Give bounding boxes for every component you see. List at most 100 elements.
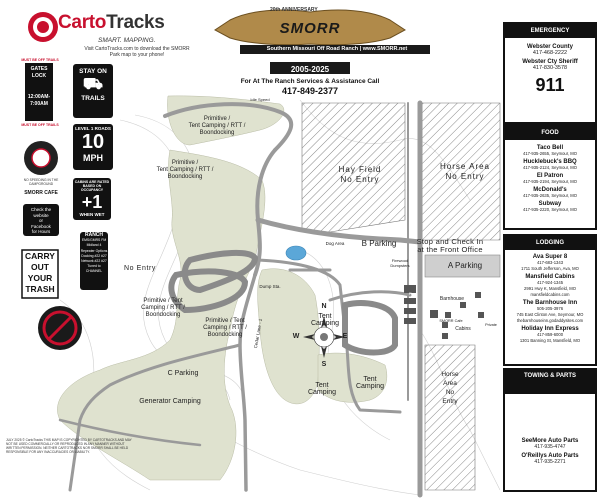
label-barnhouse: Barnhouse bbox=[439, 296, 465, 302]
ranch-line-3: Repeater Options bbox=[80, 248, 108, 253]
trash-line-2: OUT bbox=[31, 262, 49, 272]
cafe-line-1: Check the bbox=[30, 207, 52, 212]
lodging-title: LODGING bbox=[505, 236, 595, 250]
label-a-parking: A Parking bbox=[447, 261, 483, 270]
occupancy-bottom: WHEN WET bbox=[79, 212, 105, 217]
label-generator-camping: Generator Camping bbox=[139, 398, 201, 405]
speed-ring-text: NO SPEEDING IN THE CAMPGROUND bbox=[23, 178, 59, 186]
pond bbox=[285, 245, 307, 261]
gates-time-start: 12:00AM- bbox=[27, 94, 51, 100]
gates-sign: GATES LOCK 12:00AM- 7:00AM bbox=[25, 66, 53, 108]
compass-w: W bbox=[292, 333, 300, 340]
emergency-title: EMERGENCY bbox=[505, 24, 595, 38]
tent-3-line-2: Camping bbox=[307, 389, 336, 396]
roads bbox=[58, 100, 423, 498]
speed-unit: MPH bbox=[83, 153, 103, 163]
speed-limit-sign: LEVEL 1 ROADS 10 MPH bbox=[73, 126, 113, 163]
ranch-line-5: Network #22 #27 bbox=[81, 259, 107, 264]
tent-3-line-1: Tent bbox=[315, 382, 329, 389]
label-idle-speed: Idle Speed bbox=[250, 97, 270, 102]
horse-lower-line-4: Entry bbox=[442, 398, 458, 405]
lodging-item-name: Ava Super 8 bbox=[532, 254, 568, 260]
smorr-logo bbox=[214, 9, 430, 74]
header-website: www.SMORR.net bbox=[362, 46, 408, 52]
lodging-item-detail: 417-859-6000 bbox=[536, 332, 564, 337]
food-item-detail: 417-935-2220, Seymour, MO bbox=[522, 207, 577, 212]
emergency-911: 911 bbox=[535, 75, 565, 95]
brand-tagline: SMART. MAPPING. bbox=[98, 37, 156, 44]
speed-value: 10 bbox=[81, 131, 105, 153]
label-fire: Fire bbox=[408, 292, 416, 296]
food-item-name: El Patron bbox=[536, 173, 564, 179]
sign-graphics bbox=[21, 63, 113, 350]
horse-area-text: Horse Area bbox=[439, 162, 491, 171]
logo-text: SMORR bbox=[279, 20, 341, 37]
compass-rose bbox=[303, 316, 345, 358]
tent-1-line-2: Camping bbox=[310, 320, 339, 327]
emergency-item-name: Webster County bbox=[527, 44, 573, 50]
lodging-item-name: The Barnhouse Inn bbox=[522, 300, 578, 306]
lodging-item-detail: 505-205-3976 bbox=[536, 306, 564, 311]
ranch-line-2: Midland 4 bbox=[86, 243, 102, 248]
food-item-detail: 417-935-2124, Seymour, MO bbox=[522, 165, 577, 170]
header-years: 2005-2025 bbox=[290, 65, 330, 74]
ranch-line-6: Tuned to bbox=[87, 264, 101, 269]
lodging-item-address: 745 East Clinton Ave, Seymour, MO bbox=[516, 312, 584, 317]
horse-lower-line-2: Area bbox=[443, 380, 457, 387]
tent-1-line-1: Tent bbox=[318, 313, 332, 320]
primitive-3-line-2: Camping / RTT / bbox=[141, 305, 185, 311]
hay-field-text: Hay Field bbox=[338, 165, 382, 174]
food-item-detail: 417-935-2194, Seymour, MO bbox=[522, 179, 577, 184]
compass-s: S bbox=[321, 361, 327, 368]
food-item-detail: 417-935-2655, Seymour, MO bbox=[522, 151, 577, 156]
compass-e: E bbox=[342, 333, 348, 340]
label-dog-area: Dog Area bbox=[325, 241, 345, 246]
buildings bbox=[404, 254, 501, 339]
lodging-site: thebarnhouseinn.godaddysites.com bbox=[516, 318, 584, 323]
food-item-detail: 417-935-2635, Seymour, MO bbox=[522, 193, 577, 198]
firewood-line-2: Dumpsters bbox=[390, 263, 410, 268]
header-subtitle: Southern Missouri Off Road Ranch | www.S… bbox=[266, 46, 408, 52]
cafe-line-5: for Hours bbox=[31, 229, 51, 235]
speed-top: LEVEL 1 ROADS bbox=[75, 126, 111, 131]
label-dump-station: Dump Sta. bbox=[259, 284, 281, 289]
ranch-title: RANCH bbox=[84, 232, 104, 238]
label-cabins: Cabins bbox=[455, 326, 471, 332]
lodging-item-address: 2991 Hwy K, Mansfield, MO bbox=[524, 286, 576, 291]
firewood-line-1: Firewood bbox=[391, 258, 409, 263]
primitive-2-line-2: Tent Camping / RTT / Boondocking bbox=[156, 167, 214, 180]
cafe-line-4: Facebook bbox=[31, 223, 51, 229]
lodging-item-detail: 417-924-1345 bbox=[536, 280, 564, 285]
lodging-item-detail: 417-683-1343 bbox=[536, 260, 564, 265]
tent-2-line-1: Tent bbox=[363, 376, 377, 383]
copyright-notice: JULY 2025 © CartoTracks THIS MAP IS COPY… bbox=[6, 438, 132, 454]
stay-top: STAY ON bbox=[79, 68, 107, 75]
emergency-item: Webster Cty Sheriff 417-830-3578 bbox=[505, 59, 595, 71]
compass-n: N bbox=[321, 303, 327, 310]
stop-check-line-2: at the Front Office bbox=[417, 245, 483, 254]
horse-lower-line-3: No bbox=[445, 389, 455, 396]
lodging-item-name: Holiday Inn Express bbox=[521, 326, 579, 332]
hay-field-no-entry: No Entry bbox=[340, 175, 380, 184]
label-c-parking: C Parking bbox=[167, 370, 199, 377]
towing-item-name: O'Reillys Auto Parts bbox=[521, 453, 579, 459]
primitive-4-line-1: Primitive / Tent bbox=[205, 318, 245, 324]
primitive-3-line-3: Boondocking bbox=[145, 312, 181, 318]
food-item-name: Subway bbox=[538, 201, 562, 207]
stay-on-trails-sign: STAY ON ⛟ TRAILS bbox=[73, 68, 113, 102]
label-primitive-2: Primitive /Tent Camping / RTT / Boondock… bbox=[150, 160, 220, 181]
cafe-title: SMORR CAFE bbox=[24, 190, 58, 196]
